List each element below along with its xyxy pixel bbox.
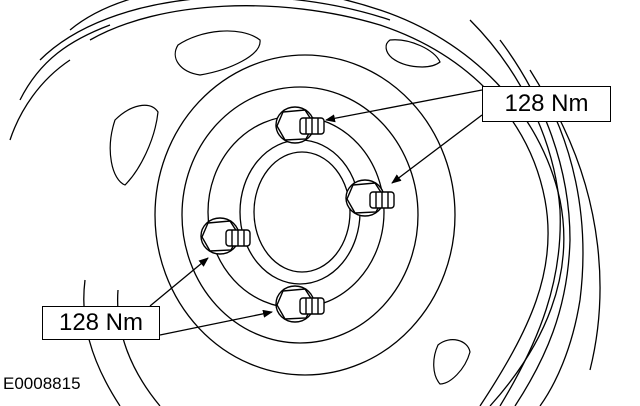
torque-callout-bottom: 128 Nm <box>42 306 160 340</box>
wheel-nut <box>345 179 395 217</box>
wheel-nuts <box>200 106 395 323</box>
leader-arrow <box>325 89 483 123</box>
leader-arrow <box>149 257 209 307</box>
leader-arrow <box>159 309 273 336</box>
torque-callout-bottom-text: 128 Nm <box>58 309 144 336</box>
wheel-rim <box>9 0 601 406</box>
wheel-nut <box>200 217 251 255</box>
rim-cutouts <box>109 30 471 385</box>
leader-arrow <box>391 114 483 184</box>
torque-callout-top-text: 128 Nm <box>504 90 589 117</box>
torque-callout-top: 128 Nm <box>482 86 611 122</box>
leader-lines <box>149 89 483 336</box>
center-bore <box>239 139 361 285</box>
figure-id: E0008815 <box>3 374 81 393</box>
wheel-nut <box>275 285 325 323</box>
wheel-nut <box>275 106 325 144</box>
